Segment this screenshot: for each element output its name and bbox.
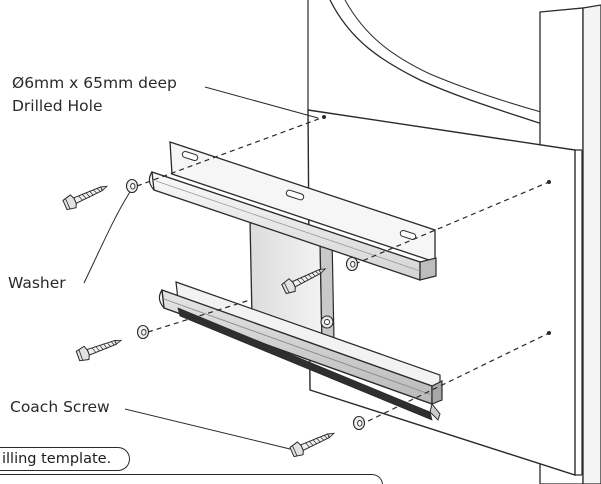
instruction-caption-partial xyxy=(0,474,383,484)
coach-screw-label: Coach Screw xyxy=(10,398,110,416)
upper-wall-bracket xyxy=(148,141,437,281)
alignment-lines xyxy=(136,116,550,426)
leader-lines xyxy=(83,86,319,450)
washer-label: Washer xyxy=(8,274,66,292)
drilling-template-caption: illing template. xyxy=(0,447,131,471)
drilled-hole-label-line2: Drilled Hole xyxy=(12,97,103,115)
drilled-hole-label-line1: Ø6mm x 65mm deep xyxy=(12,74,177,92)
lower-tv-bracket xyxy=(158,281,443,421)
